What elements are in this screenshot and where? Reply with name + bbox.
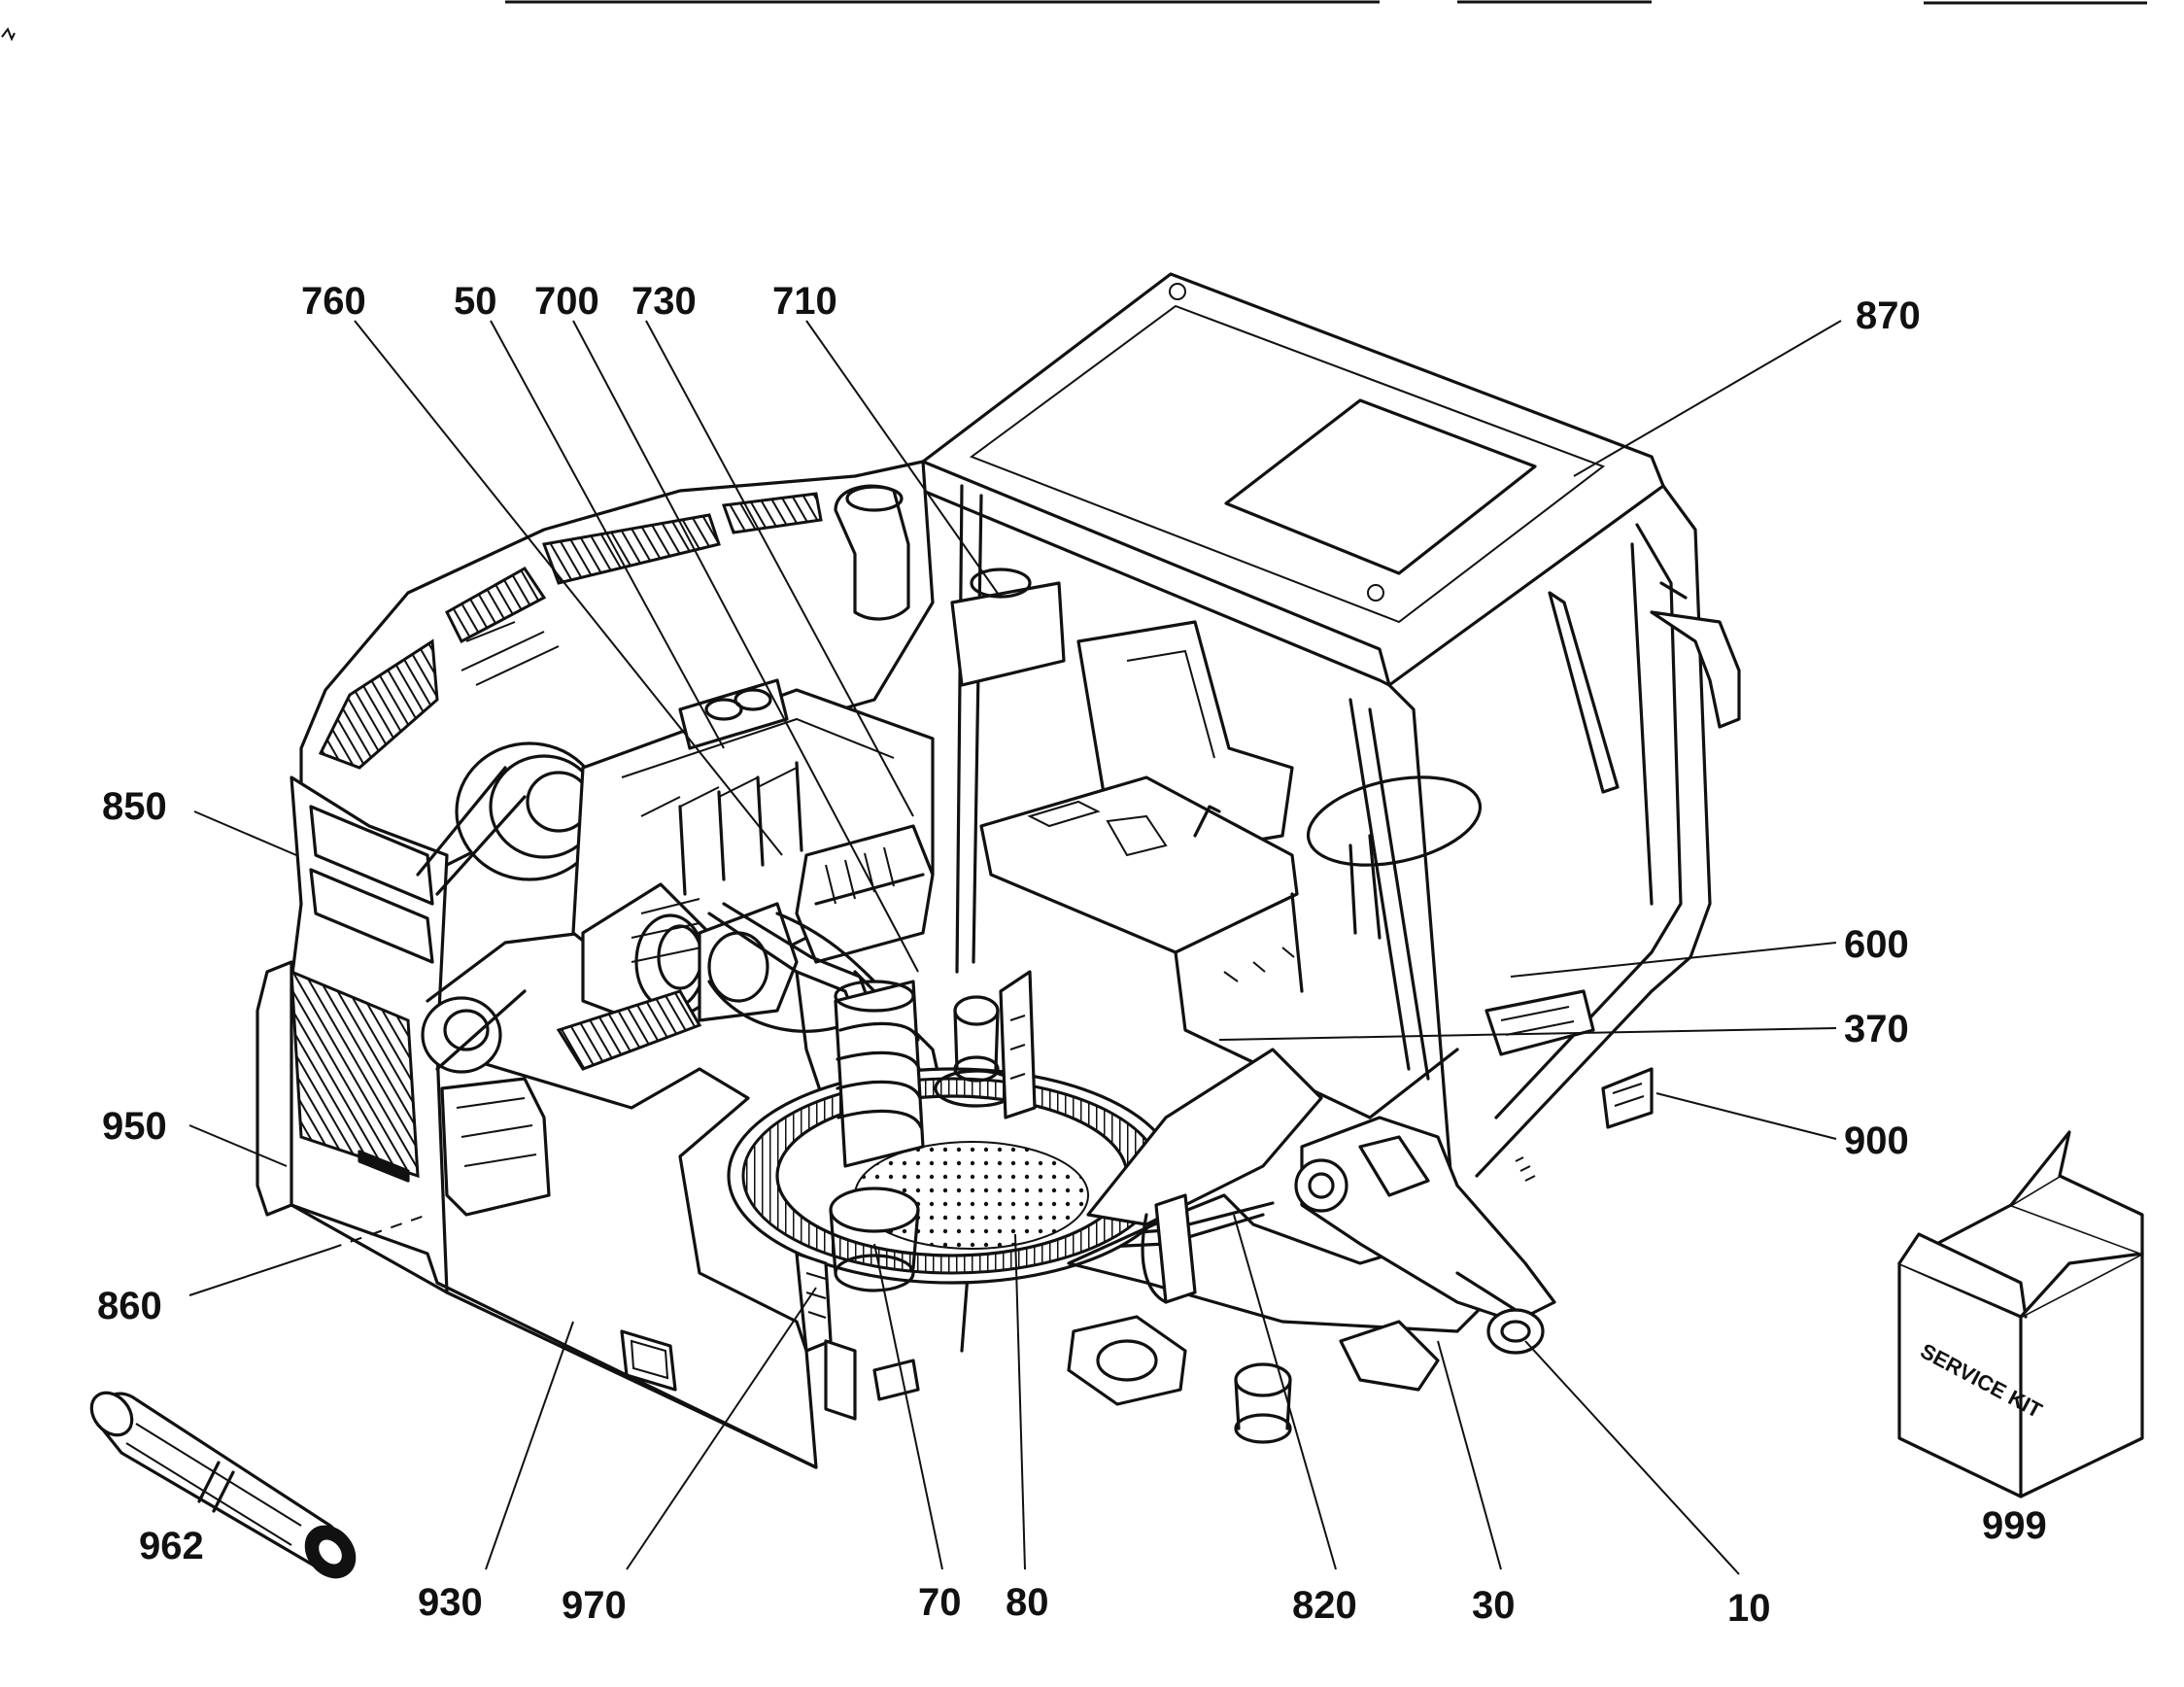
- operator-cab-icon: [921, 272, 1741, 1217]
- callout-860: 860: [97, 1285, 162, 1327]
- callout-760: 760: [301, 280, 366, 323]
- callout-850: 850: [102, 785, 167, 828]
- engine-assembly-icon: [416, 678, 935, 1074]
- callout-70: 70: [918, 1581, 962, 1624]
- callout-870: 870: [1856, 294, 1921, 337]
- callout-10: 10: [1727, 1587, 1771, 1630]
- slewing-ring-icon: [727, 970, 1177, 1292]
- callout-labels: 760 50 700 730 710 870 850 600 370 950 9…: [97, 280, 2047, 1630]
- callout-962: 962: [139, 1525, 204, 1567]
- callout-600: 600: [1844, 923, 1909, 966]
- boom-pivot-bracket-icon: [1067, 1048, 1556, 1444]
- callout-710: 710: [772, 280, 837, 323]
- rolled-hose-icon: [89, 1391, 357, 1579]
- callout-80: 80: [1006, 1581, 1049, 1624]
- callout-30: 30: [1472, 1584, 1516, 1627]
- service-kit-box-icon: SERVICE KIT: [1897, 1130, 2144, 1498]
- page-edge-marks: [1, 0, 2147, 42]
- callout-900: 900: [1844, 1119, 1909, 1162]
- callout-970: 970: [562, 1584, 627, 1627]
- callout-700: 700: [534, 280, 599, 323]
- callout-950: 950: [102, 1105, 167, 1148]
- callout-999: 999: [1982, 1504, 2047, 1547]
- callout-370: 370: [1844, 1008, 1909, 1050]
- callout-820: 820: [1292, 1584, 1357, 1627]
- callout-730: 730: [631, 280, 697, 323]
- callout-50: 50: [454, 280, 497, 323]
- callout-930: 930: [418, 1581, 483, 1624]
- leader-lines: [188, 320, 1842, 1575]
